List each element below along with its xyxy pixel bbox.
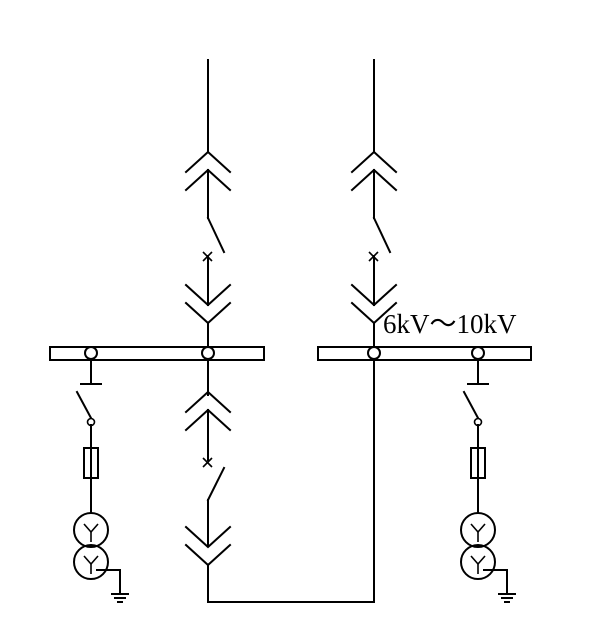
bus-node-left-pt [84, 346, 98, 360]
right-ground-symbol [483, 569, 516, 603]
right-feeder-circuit-breaker [368, 216, 392, 262]
left-feeder-circuit-breaker [202, 216, 226, 262]
bus-node-right-pt [471, 346, 485, 360]
left-ground-symbol [96, 569, 129, 603]
left-incoming-feeder [184, 59, 232, 348]
right-voltage-transformer [460, 512, 496, 580]
right-pt-branch [460, 359, 516, 603]
right-disconnector-switch [462, 390, 483, 427]
bus-node-left-feeder [201, 346, 215, 360]
left-pt-branch [73, 359, 129, 603]
right-incoming-feeder [350, 59, 398, 348]
left-voltage-transformer [73, 512, 109, 580]
busbar-left [49, 346, 265, 361]
busbar-right [317, 346, 532, 361]
voltage-rating-label: 6kV～10kV [383, 309, 517, 339]
bus-node-right-feeder [367, 346, 381, 360]
bus-tie-circuit [184, 359, 375, 603]
left-disconnector-switch [75, 390, 96, 427]
tie-circuit-breaker [202, 457, 226, 502]
